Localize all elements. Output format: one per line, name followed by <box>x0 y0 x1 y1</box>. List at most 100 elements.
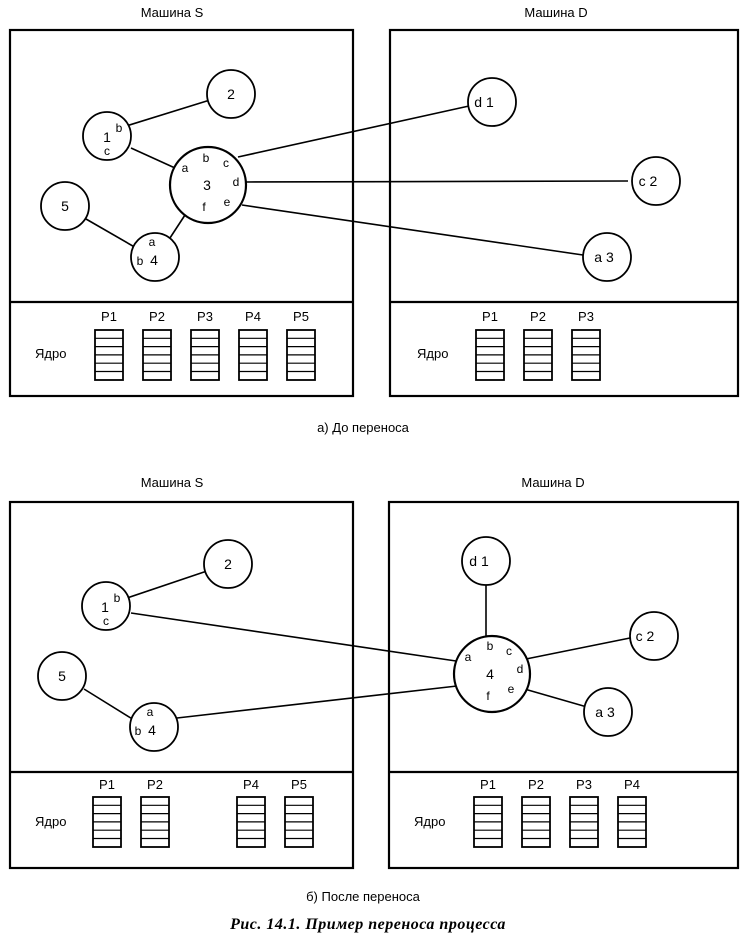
process-table-label: P3 <box>576 777 592 792</box>
panel-b-machine-d-title: Машина D <box>521 475 584 490</box>
process-table-p4: P4 <box>617 777 647 848</box>
edge-b-c2-4 <box>525 637 631 660</box>
panel-a-node-2: 2 <box>206 69 256 119</box>
panel-a-node-a3: a 3 <box>582 232 632 282</box>
process-table-label: P2 <box>149 309 165 324</box>
node-letter: f <box>202 200 206 214</box>
node-number: 1 <box>101 599 109 615</box>
process-table-p2: P2 <box>142 309 172 381</box>
node-number: 4 <box>486 666 494 682</box>
process-table-label: P1 <box>482 309 498 324</box>
panel-b-machine-s-process-tables: P1 P2 P4 P5 <box>92 777 314 848</box>
node-label: a 3 <box>595 704 615 720</box>
edge-b-1-4 <box>130 612 457 662</box>
process-table-p2: P2 <box>523 309 553 381</box>
panel-b-machine-d-kernel-label: Ядро <box>414 814 445 829</box>
panel-b-machine-s-title: Машина S <box>141 475 204 490</box>
panel-a-caption: а) До переноса <box>317 420 410 435</box>
panel-a-machine-d-box <box>388 28 740 398</box>
process-table-p2: P2 <box>140 777 170 848</box>
process-table-p3: P3 <box>571 309 601 381</box>
panel-a-machine-s-process-tables: P1 P2 P3 P4 P5 <box>94 309 316 381</box>
node-label: d 1 <box>469 553 489 569</box>
process-table-label: P2 <box>530 309 546 324</box>
panel-b-connections <box>83 570 631 721</box>
process-table-p1: P1 <box>92 777 122 848</box>
process-table-label: P3 <box>197 309 213 324</box>
node-letter: e <box>224 195 231 209</box>
node-letter: c <box>223 156 229 170</box>
edge-a-4-3 <box>167 214 186 242</box>
edge-b-4s-4 <box>176 685 458 719</box>
process-table-p5: P5 <box>286 309 316 381</box>
node-number: 5 <box>61 198 69 214</box>
node-number: 5 <box>58 668 66 684</box>
node-letter: b <box>203 151 210 165</box>
process-table-label: P1 <box>101 309 117 324</box>
panel-b-machine-s-box <box>8 500 355 870</box>
node-label: a 3 <box>594 249 614 265</box>
panel-a-machine-s-box <box>8 28 355 398</box>
edge-a-1-3 <box>130 147 176 169</box>
edge-a-3-a3 <box>241 204 584 256</box>
panel-b-node-d1: d 1 <box>461 536 511 586</box>
panel-a-machine-s-kernel-label: Ядро <box>35 346 66 361</box>
panel-b-machine-d-process-tables: P1 P2 P3 P4 <box>473 777 647 848</box>
node-letter: b <box>487 639 494 653</box>
panel-b-node-4-source: a b 4 <box>129 702 179 752</box>
node-letter: a <box>465 650 472 664</box>
process-table-p1: P1 <box>473 777 503 848</box>
process-table-p4: P4 <box>236 777 266 848</box>
node-letter: d <box>517 662 524 676</box>
panel-a-machine-d-process-tables: P1 P2 P3 <box>475 309 601 381</box>
panel-b-node-5: 5 <box>37 651 87 701</box>
panel-a-machine-s-title: Машина S <box>141 5 204 20</box>
panel-b-node-2: 2 <box>203 539 253 589</box>
figure-caption: Рис. 14.1. Пример переноса процесса <box>229 916 506 933</box>
node-letter: a <box>149 235 156 249</box>
node-number: 2 <box>227 86 235 102</box>
process-table-label: P2 <box>147 777 163 792</box>
panel-b-node-a3: a 3 <box>583 687 633 737</box>
process-table-p1: P1 <box>475 309 505 381</box>
node-letter: a <box>147 705 154 719</box>
node-letter: d <box>233 175 240 189</box>
node-letter: f <box>486 689 490 703</box>
node-number: 1 <box>103 129 111 145</box>
node-letter: c <box>104 144 110 158</box>
node-number: 3 <box>203 177 211 193</box>
node-letter: c <box>103 614 109 628</box>
process-table-label: P3 <box>578 309 594 324</box>
process-table-label: P5 <box>293 309 309 324</box>
process-table-label: P4 <box>624 777 640 792</box>
panel-a-machine-d-title: Машина D <box>524 5 587 20</box>
node-label: c 2 <box>636 628 655 644</box>
process-table-p3: P3 <box>569 777 599 848</box>
process-table-p4: P4 <box>238 309 268 381</box>
node-letter: e <box>508 682 515 696</box>
process-table-label: P1 <box>480 777 496 792</box>
panel-a-node-5: 5 <box>40 181 90 231</box>
process-table-label: P1 <box>99 777 115 792</box>
panel-a-node-c2: c 2 <box>631 156 681 206</box>
panel-b-node-1: b 1 c <box>81 581 131 631</box>
edge-b-1-2 <box>123 570 208 600</box>
edge-b-5-4 <box>83 688 135 721</box>
panel-a-connections <box>85 99 629 256</box>
panel-b-node-4-migrated: a b c d e f 4 <box>452 634 532 714</box>
process-table-label: P5 <box>291 777 307 792</box>
panel-b-machine-d-box <box>387 500 740 870</box>
panel-a-node-d1: d 1 <box>467 77 517 127</box>
node-number: 4 <box>150 252 158 268</box>
edge-a-3-c2 <box>245 180 629 183</box>
node-label: c 2 <box>639 173 658 189</box>
node-number: 4 <box>148 722 156 738</box>
panel-b-node-c2: c 2 <box>629 611 679 661</box>
process-table-label: P2 <box>528 777 544 792</box>
node-letter: b <box>116 121 123 135</box>
edge-b-a3-4 <box>520 687 588 708</box>
panel-a-node-1: b 1 c <box>82 111 132 161</box>
node-letter: b <box>114 591 121 605</box>
process-table-p2: P2 <box>521 777 551 848</box>
